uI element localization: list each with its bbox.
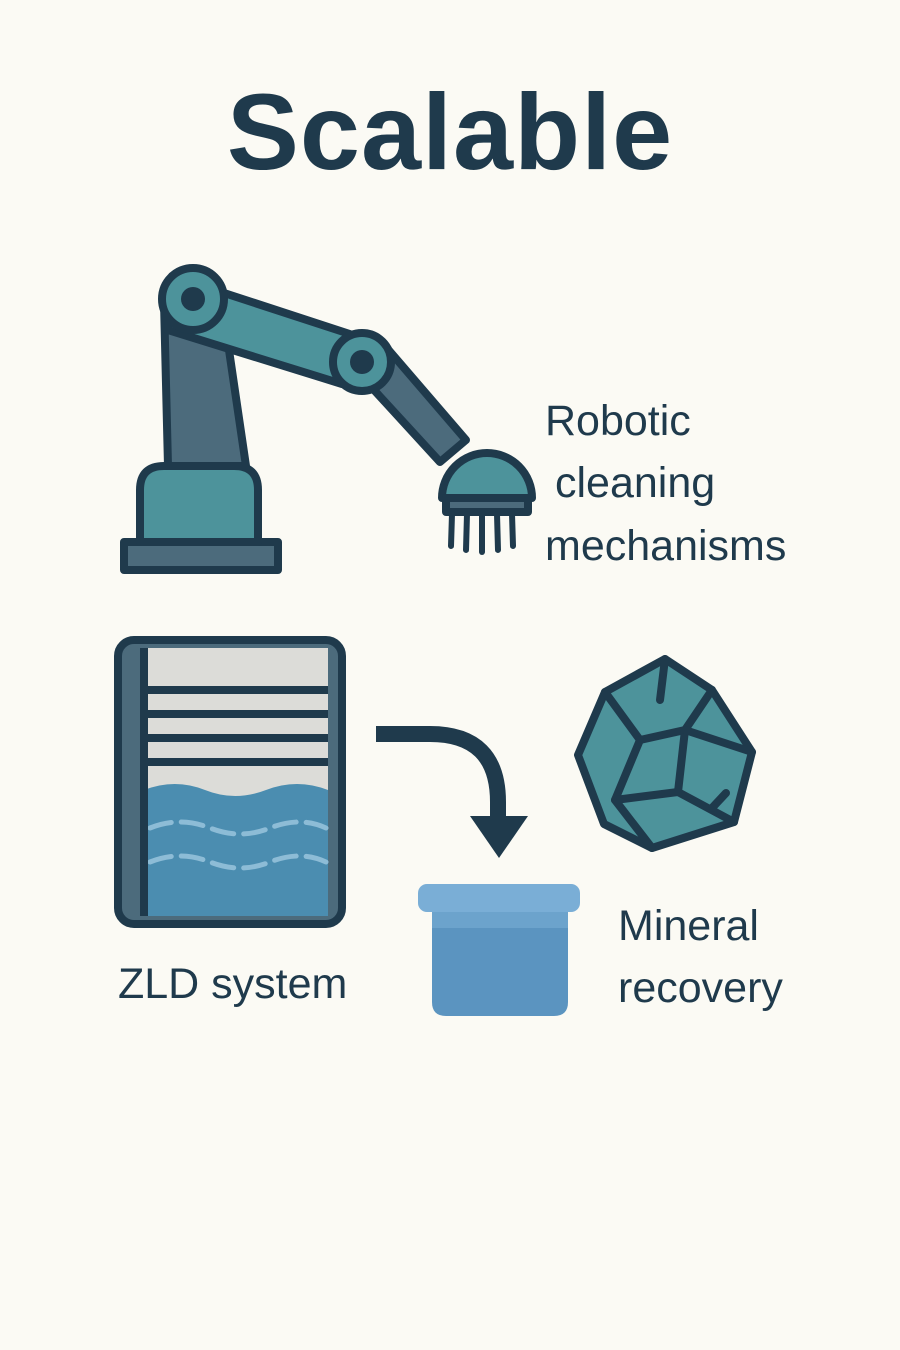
mineral-rock-icon (574, 655, 756, 852)
robotic-label-line-3: mechanisms (545, 521, 787, 570)
page-title: Scalable (226, 71, 674, 192)
flow-arrow-icon (376, 726, 528, 858)
zld-tank-icon (114, 636, 346, 928)
mineral-label-line-1: Mineral (618, 902, 759, 950)
robotic-label-line-2: cleaning (555, 459, 716, 508)
robotic-cleaning-label: Robotic cleaning mechanisms (545, 390, 786, 577)
robotic-arm-icon (120, 264, 536, 574)
mineral-recovery-label: Mineral recovery (618, 895, 783, 1020)
mineral-label-line-2: recovery (618, 964, 783, 1013)
robotic-label-line-1: Robotic (545, 397, 691, 445)
zld-system-label: ZLD system (118, 960, 348, 1008)
collection-container-icon (418, 884, 580, 1016)
